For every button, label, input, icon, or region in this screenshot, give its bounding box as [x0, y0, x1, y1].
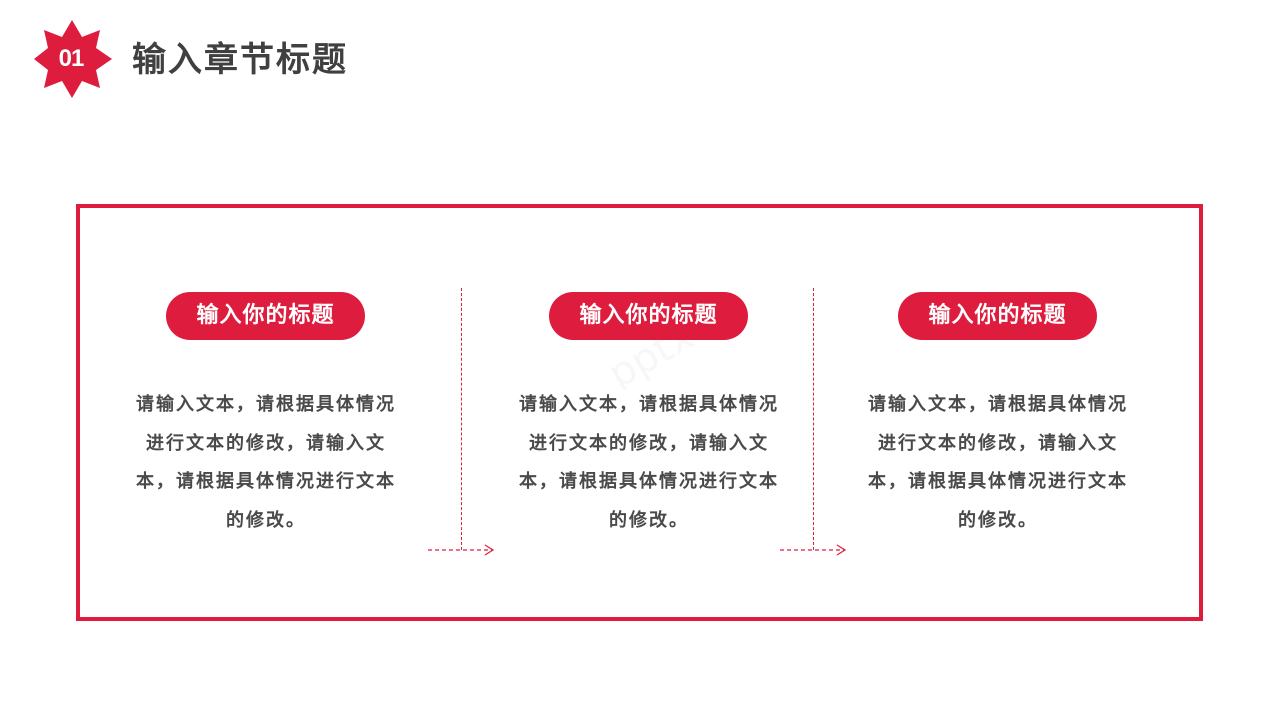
divider-2: [813, 288, 814, 550]
starburst-icon: [34, 20, 112, 98]
arrow-right-icon: [428, 544, 495, 556]
section-number-badge: 01: [34, 20, 112, 98]
divider-1: [461, 288, 462, 550]
column-1-body-text: 请输入文本，请根据具体情况进行文本的修改，请输入文本，请根据具体情况进行文本的修…: [136, 394, 396, 531]
section-number: 01: [58, 45, 85, 72]
column-1-title-pill: 输入你的标题: [166, 292, 365, 340]
column-2-title-pill: 输入你的标题: [549, 292, 748, 340]
column-3-title-pill: 输入你的标题: [898, 292, 1097, 340]
column-3-body-text: 请输入文本，请根据具体情况进行文本的修改，请输入文本，请根据具体情况进行文本的修…: [868, 394, 1128, 531]
section-title: 输入章节标题: [132, 40, 348, 80]
arrow-right-icon: [780, 544, 847, 556]
content-frame: [76, 204, 1203, 621]
column-2-body-text: 请输入文本，请根据具体情况进行文本的修改，请输入文本，请根据具体情况进行文本的修…: [519, 394, 779, 531]
